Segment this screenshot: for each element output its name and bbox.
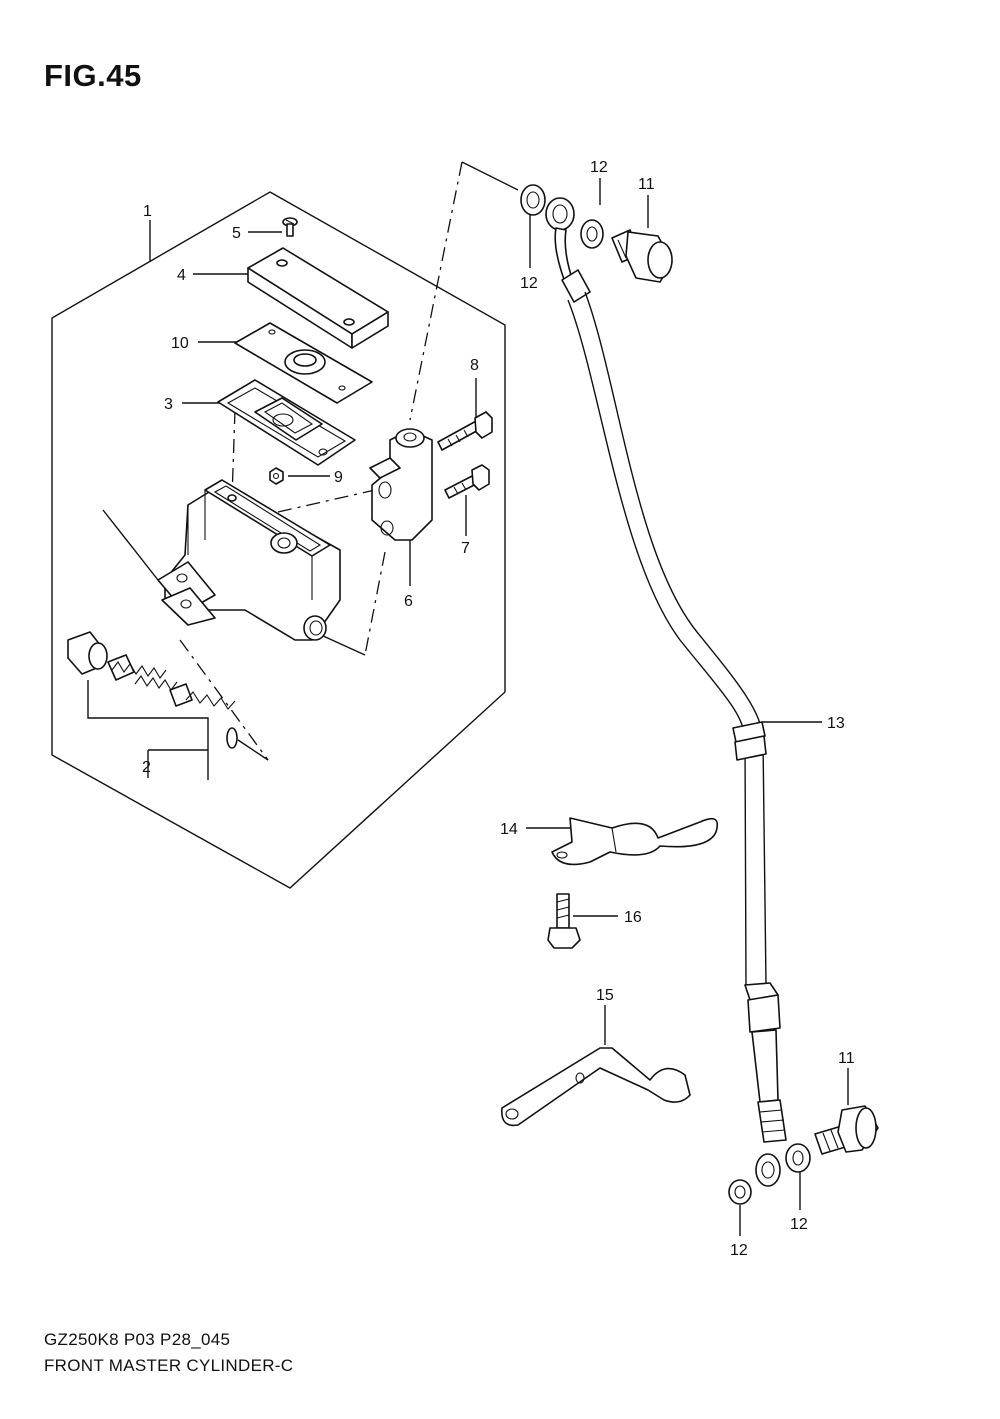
cap-plate-part-10 xyxy=(234,322,373,404)
callout-7: 7 xyxy=(461,540,470,557)
callout-11-bottom: 11 xyxy=(838,1050,855,1067)
callout-12-bottom-left: 12 xyxy=(730,1242,748,1259)
callout-3: 3 xyxy=(164,396,173,413)
callout-16: 16 xyxy=(624,909,642,926)
master-cylinder-body xyxy=(157,479,341,641)
piston-kit-part-2 xyxy=(67,631,238,749)
callout-12-top-left: 12 xyxy=(520,275,538,292)
callout-14: 14 xyxy=(500,821,518,838)
upper-banjo-fittings xyxy=(520,184,673,283)
reservoir-cap-part-4 xyxy=(247,247,389,349)
bolt-part-16 xyxy=(547,893,581,949)
assembly-outline xyxy=(51,191,506,889)
brake-hose-part-13 xyxy=(554,227,787,1187)
callout-13: 13 xyxy=(827,715,845,732)
bracket-part-15 xyxy=(501,1047,691,1127)
lower-banjo-fittings xyxy=(728,1105,879,1205)
callout-6: 6 xyxy=(404,593,413,610)
screw-part-5 xyxy=(282,217,298,237)
diaphragm-part-3 xyxy=(217,379,356,466)
clamp-part-6 xyxy=(369,428,433,541)
figure-title: FIG.45 xyxy=(44,58,142,93)
callout-5: 5 xyxy=(232,225,241,242)
leader-lines xyxy=(87,178,849,1236)
callout-9: 9 xyxy=(334,469,343,486)
callout-12-bottom-right: 12 xyxy=(790,1216,808,1233)
callout-4: 4 xyxy=(177,267,186,284)
figure-name: FRONT MASTER CYLINDER-C xyxy=(44,1356,294,1375)
bolt-part-7 xyxy=(444,464,490,499)
callout-2: 2 xyxy=(142,759,151,776)
callout-11-top: 11 xyxy=(638,176,655,193)
callout-12-top-right: 12 xyxy=(590,159,608,176)
callout-labels: 1 5 4 10 3 9 6 7 8 2 12 11 12 13 14 16 1… xyxy=(142,159,855,1259)
callout-15: 15 xyxy=(596,987,614,1004)
hose-clamp-part-14 xyxy=(551,817,719,866)
callout-1: 1 xyxy=(143,203,152,220)
callout-10: 10 xyxy=(171,335,189,352)
figure-code: GZ250K8 P03 P28_045 xyxy=(44,1330,231,1349)
nut-part-9 xyxy=(269,467,284,485)
callout-8: 8 xyxy=(470,357,479,374)
bolt-part-8 xyxy=(437,411,493,451)
